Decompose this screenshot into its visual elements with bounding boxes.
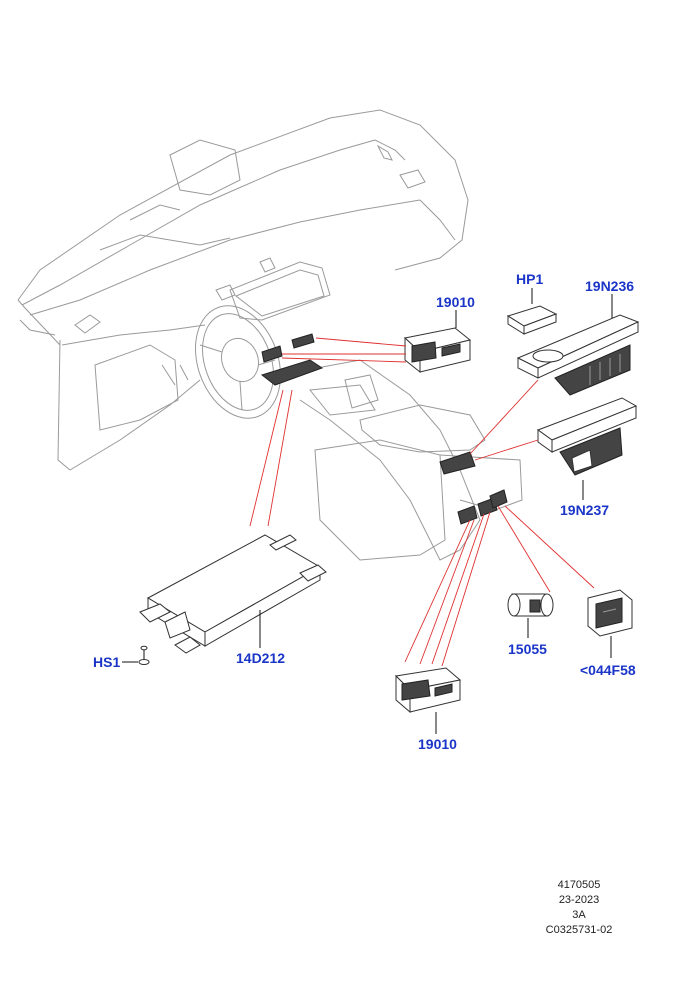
label-19n237[interactable]: 19N237 (560, 502, 610, 518)
illustration-meta: 4170505 23-2023 3A C0325731-02 (514, 878, 634, 938)
panel-19n237-illustration (536, 397, 638, 476)
label-19010-bottom[interactable]: 19010 (418, 736, 457, 752)
label-044f58[interactable]: <044F58 (580, 662, 636, 678)
panel-19n236-illustration (516, 314, 640, 396)
catalog-ref: C0325731-02 (545, 924, 613, 936)
illustration-number: 4170505 (557, 879, 601, 891)
console-connectors-illustration (260, 333, 508, 525)
label-15055[interactable]: 15055 (508, 641, 547, 657)
switch-19010-top-illustration (403, 327, 472, 374)
leader-lines-black (122, 288, 613, 734)
usb-044f58-illustration (587, 589, 633, 637)
module-14d212-illustration (138, 534, 327, 665)
label-19010-top[interactable]: 19010 (436, 294, 475, 310)
label-19n236[interactable]: 19N236 (585, 278, 635, 294)
cap-hp1-illustration (506, 305, 558, 335)
socket-15055-illustration (507, 593, 554, 617)
revision: 3A (572, 909, 586, 921)
leader-lines-red (249, 337, 595, 667)
label-hp1[interactable]: HP1 (516, 271, 544, 287)
switch-19010-bottom-illustration (394, 667, 462, 714)
label-hs1[interactable]: HS1 (93, 654, 121, 670)
label-14d212[interactable]: 14D212 (236, 650, 286, 666)
date-code: 23-2023 (558, 894, 600, 906)
